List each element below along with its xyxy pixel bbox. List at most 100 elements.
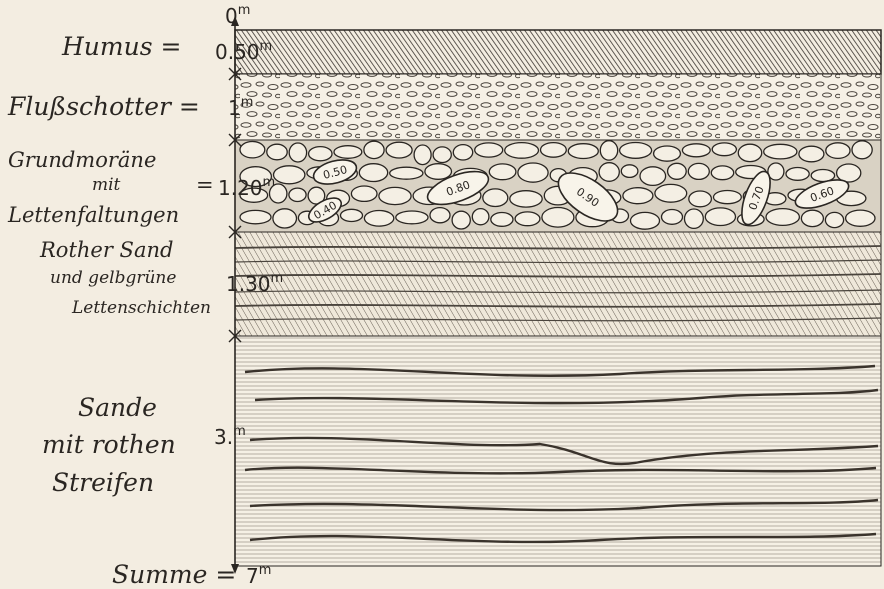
humus-equals: = [161, 32, 182, 61]
boulder [341, 209, 363, 221]
flussschotter-layer [235, 74, 881, 140]
boulder [801, 210, 823, 226]
humus-label: Humus = [62, 34, 181, 59]
boulder [483, 189, 508, 207]
boulder [359, 164, 387, 182]
flussschotter-thickness: 1m [228, 96, 253, 118]
rother-sand-thickness: 1.30m [226, 272, 283, 294]
sande-thickness: 3.m [214, 425, 246, 447]
boulder [491, 213, 513, 227]
boulder [621, 165, 638, 178]
boulder [738, 144, 761, 161]
boulder [705, 208, 735, 226]
boulder [309, 147, 332, 161]
boulder [472, 209, 489, 225]
boulder [334, 146, 362, 159]
boulder [685, 209, 704, 228]
boulder [620, 143, 652, 159]
grundmoraene-thickness: 1.20m [218, 176, 275, 198]
humus-value: 0.50 [215, 40, 260, 64]
boulder [631, 212, 660, 229]
total-unit: m [259, 563, 272, 578]
grundmoraene-label-line3: Lettenfaltungen [8, 205, 179, 226]
boulder [542, 208, 574, 228]
boulder [489, 164, 516, 180]
boulder [712, 143, 736, 156]
total-thickness: 7m [246, 564, 271, 586]
boulder [505, 143, 539, 159]
humus-thickness: 0.50m [215, 40, 272, 62]
humus-layer [235, 30, 881, 74]
boulder [682, 144, 710, 157]
top-depth-marker: 0m [225, 4, 250, 26]
total-value: 7 [246, 564, 259, 588]
boulder [852, 141, 872, 159]
flussschotter-label: Flußschotter = [8, 94, 200, 119]
boulder [289, 188, 306, 201]
boulder [764, 144, 797, 159]
grundmoraene-label-line2: mit [92, 177, 120, 194]
boulder [379, 187, 411, 204]
boulder [599, 163, 619, 182]
rother-sand-label-line2: und gelbgrüne [50, 270, 176, 287]
boulder [662, 210, 683, 225]
boulder [689, 191, 712, 207]
boulder [668, 163, 687, 179]
sande-unit: m [233, 424, 246, 439]
top-marker-value: 0 [225, 4, 238, 28]
boulder [623, 188, 653, 204]
boulder [826, 143, 850, 159]
sande-value: 3. [214, 425, 233, 449]
boulder [289, 143, 306, 162]
boulder [267, 144, 287, 160]
boulder [425, 164, 452, 180]
rother-sand-unit: m [271, 271, 284, 286]
boulder [475, 143, 503, 157]
boulder [846, 210, 875, 226]
grundmoraene-unit: m [263, 175, 276, 190]
boulder [518, 163, 548, 182]
boulder [274, 166, 305, 184]
rother-sand-label-line3: Lettenschichten [72, 300, 211, 317]
total-label: Summe = [112, 562, 236, 587]
flussschotter-unit: m [241, 95, 254, 110]
boulder [786, 168, 809, 181]
humus-unit: m [260, 39, 273, 54]
boulder [510, 191, 542, 207]
boulder [541, 143, 567, 158]
boulder [640, 167, 666, 186]
boulder [515, 212, 540, 226]
boulder [711, 166, 733, 180]
grundmoraene-equals: = [196, 175, 214, 196]
boulder [240, 142, 265, 158]
boulder [386, 142, 412, 158]
top-marker-unit: m [238, 3, 251, 18]
boulder [825, 212, 843, 227]
boulder [240, 210, 271, 223]
sande-label-line1: Sande [78, 395, 157, 420]
boulder [414, 145, 431, 165]
humus-name: Humus [62, 32, 153, 61]
grundmoraene-label-line1: Grundmoräne [8, 150, 156, 171]
total-equals: = [215, 560, 236, 589]
boulder [688, 163, 709, 179]
boulder [799, 146, 824, 162]
boulder [600, 141, 617, 160]
boulder [654, 146, 681, 161]
rother-sand-label-line1: Rother Sand [40, 240, 173, 261]
flussschotter-value: 1 [228, 96, 241, 120]
rother-sand-value: 1.30 [226, 272, 271, 296]
boulder [714, 191, 742, 204]
boulder [568, 144, 598, 159]
boulder [430, 208, 450, 223]
boulder [351, 186, 377, 201]
boulder [655, 184, 687, 202]
boulder [273, 209, 297, 228]
boulder [766, 209, 799, 226]
boulder [390, 167, 423, 179]
boulder [453, 145, 472, 160]
grundmoraene-value: 1.20 [218, 176, 263, 200]
sande-label-line3: Streifen [52, 470, 154, 495]
boulder [364, 141, 384, 158]
